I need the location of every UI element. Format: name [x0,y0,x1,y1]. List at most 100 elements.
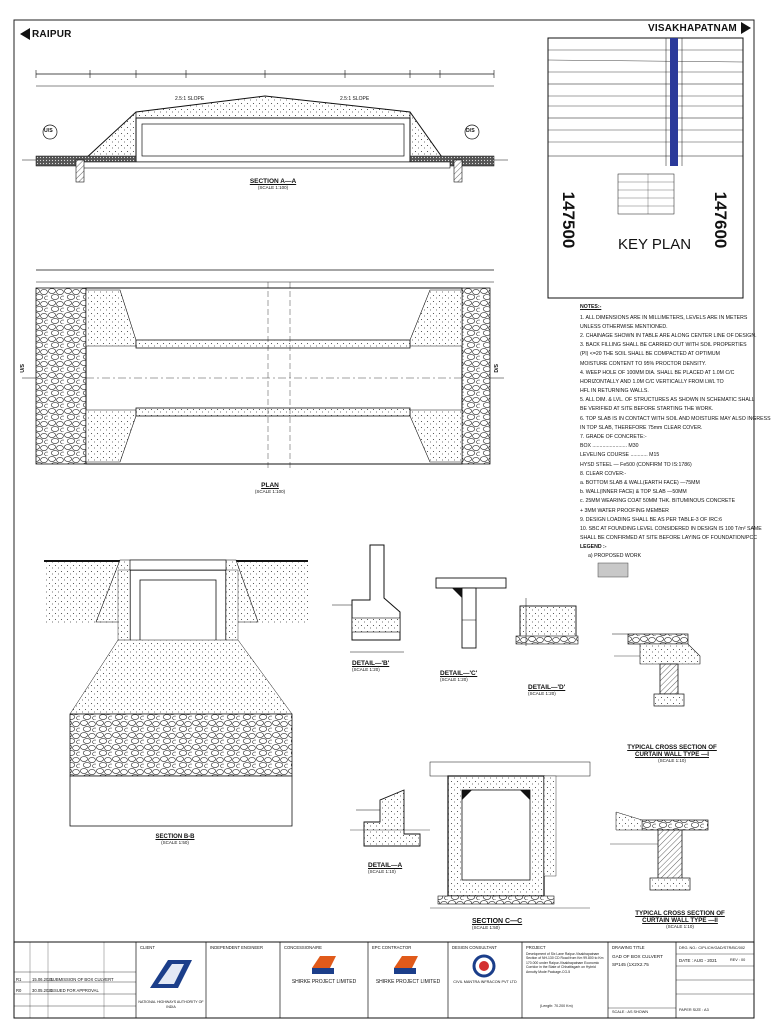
detail-b-title: DETAIL—'B' (SCALE 1:20) [352,660,412,672]
detail-c-scale: (SCALE 1:20) [440,677,468,682]
note-line: b. WALL(INNER FACE) & TOP SLAB —50MM [580,489,687,496]
arrow-right-icon [740,22,751,34]
plan-title: PLAN (SCALE 1:100) [245,482,295,494]
keyplan-title: KEY PLAN [618,236,692,253]
legend-heading: LEGEND :- [580,544,607,551]
rev-no: R1 [16,976,22,982]
keyplan-chainage-right: 147600 [711,191,730,249]
detail-c-title: DETAIL—'C' (SCALE 1:20) [440,670,500,682]
section-b-drawing [44,559,308,827]
note-line: 9. DESIGN LOADING SHALL BE AS PER TABLE-… [580,516,723,523]
section-a-us-label: U/S [44,128,53,134]
section-a-title: SECTION A—A (SCALE 1:100) [228,178,318,190]
note-line: SHALL BE CONFIRMED AT SITE BEFORE LAYING… [580,535,757,542]
drawing-title: GAD OF BOX CULVERT [612,954,663,959]
section-a-title-text: SECTION A—A [249,178,297,185]
section-b-scale: (SCALE 1:50) [161,840,189,845]
legend-swatch [597,562,629,578]
section-a-scale: (SCALE 1:100) [257,185,289,190]
keyplan-drawing [547,37,744,299]
legend-item: a) PROPOSED WORK [588,553,642,560]
note-line: 2. CHAINAGE SHOWN IN TABLE ARE ALONG CEN… [580,332,757,339]
keyplan-chainage-left: 147500 [559,191,578,249]
rev-no: R0 [16,987,22,993]
note-line: IN TOP SLAB, THEREFORE 75mm CLEAR COVER. [580,424,703,431]
section-b-title-text: SECTION B-B [155,834,195,840]
note-line: HYSD STEEL — Fe500 (CONFIRM TO IS:1786) [580,461,692,468]
detail-a-scale: (SCALE 1:10) [368,869,396,874]
detail-a-drawing [350,789,430,847]
drawing-title-label: DRAWING TITLE [612,945,645,950]
detail-d-title-text: DETAIL—'D' [528,684,566,691]
drg-no: DRG. NO.: CIPL/CH/GAD/STR/BC/002 [679,946,746,950]
detail-c-drawing [435,577,507,649]
revision-table: R1 15.06.2021 SUBMISSION OF BOX CULVERT … [16,974,134,996]
detail-b-title-text: DETAIL—'B' [352,660,390,667]
section-b-title: SECTION B-B (SCALE 1:50) [150,834,200,845]
note-line: HORIZONTALLY AND 1.0M C/C VERTICALLY FRO… [580,378,724,385]
note-line: UNLESS OTHERWISE MENTIONED. [580,323,668,330]
nhai-logo [150,960,192,988]
note-line: 7. GRADE OF CONCRETE:- [580,434,647,441]
curtain-wall-1-title-text: TYPICAL CROSS SECTION OF CURTAIN WALL TY… [627,744,717,758]
note-line: BOX ........................ M30 [580,443,639,450]
rev-desc: SUBMISSION OF BOX CULVERT [50,976,114,982]
notes-panel: NOTES:- 1. ALL DIMENSIONS ARE IN MILLIME… [580,304,771,563]
client-name: NATIONAL HIGHWAYS AUTHORITY OF INDIA [138,1000,204,1009]
detail-d-drawing [515,598,579,646]
epc-name: SHIRKE PROJECT LIMITED [375,979,441,985]
direction-right: VISAKHAPATNAM [648,22,751,34]
section-a-slope-left: 2.5:1 SLOPE [175,96,205,102]
section-c-title: SECTION C—C (SCALE 1:50) [472,918,552,930]
note-line: 8. CLEAR COVER:- [580,470,627,477]
note-line: + 3MM WATER PROOFING MEMBER [580,507,669,514]
client-label: CLIENT [140,945,155,950]
detail-d-title: DETAIL—'D' (SCALE 1:20) [528,684,588,696]
section-c-drawing [429,761,591,909]
detail-d-scale: (SCALE 1:20) [528,691,556,696]
section-a-slope-right: 2.5:1 SLOPE [340,96,370,102]
design-label: DESIGN CONSULTANT [452,945,497,950]
detail-b-scale: (SCALE 1:20) [352,667,380,672]
note-line: c. 25MM WEARING COAT 50MM THK. BITUMINOU… [580,498,736,505]
rev-date: 30.05.2021 [32,987,53,993]
project-length: (Length: 70.200 Km) [540,1004,573,1008]
legend-proposed-label: PROPOSED WORK [594,553,642,560]
direction-right-label: VISAKHAPATNAM [648,22,737,34]
section-c-title-text: SECTION C—C [472,918,523,925]
concessionaire-name: SHIRKE PROJECT LIMITED [291,979,357,985]
rev-text: REV : 00 [730,958,746,962]
shirke-logo-2 [394,956,418,974]
section-c-scale: (SCALE 1:50) [472,925,500,930]
curtain-wall-1-scale: (SCALE 1:10) [658,758,686,763]
drawing-sub: SP145 (1X2X2.75 [612,962,649,967]
curtain-wall-1-drawing [612,633,701,707]
curtain-wall-2-scale: (SCALE 1:10) [666,924,694,929]
note-line: HFL IN RETURNING WALLS. [580,388,649,395]
direction-left: RAIPUR [20,28,72,40]
plan-drawing [22,269,504,470]
section-a-ds-label: D/S [466,128,475,134]
title-block-frame [13,941,755,1019]
note-line: 5. ALL DIM. & LVL. OF STRUCTURES AS SHOW… [580,397,755,404]
note-line: 10. SBC AT FOUNDING LEVEL CONSIDERED IN … [580,525,762,532]
direction-left-label: RAIPUR [32,28,72,40]
rev-date: 15.06.2021 [32,976,53,982]
shirke-logo-1 [312,956,336,974]
paper-size: PAPER SIZE : A3 [679,1008,709,1012]
project-label: PROJECT [526,945,546,950]
detail-c-title-text: DETAIL—'C' [440,670,478,677]
note-line: LEVELING COURSE ............ M15 [580,452,660,459]
epc-label: EPC CONTRACTOR [372,945,412,950]
project-text: Development of Six Lane Raipur-Visakhapa… [526,952,604,974]
engineer-label: INDEPENDENT ENGINEER [210,945,263,950]
note-line: a. BOTTOM SLAB & WALL(EARTH FACE) —75MM [580,479,700,486]
curtain-wall-2-title-text: TYPICAL CROSS SECTION OF CURTAIN WALL TY… [635,910,725,924]
plan-us-label: U/S [20,364,26,373]
note-line: 6. TOP SLAB IS IN CONTACT WITH SOIL AND … [580,415,771,422]
scale-text: SCALE : AS SHOWN [612,1010,649,1014]
design-name: CIVIL MANTRA INFRACON PVT LTD [453,980,517,984]
rev-row: R1 15.06.2021 SUBMISSION OF BOX CULVERT [16,974,134,984]
plan-title-text: PLAN [261,482,279,489]
rev-desc: ISSUED FOR APPROVAL [50,987,99,993]
